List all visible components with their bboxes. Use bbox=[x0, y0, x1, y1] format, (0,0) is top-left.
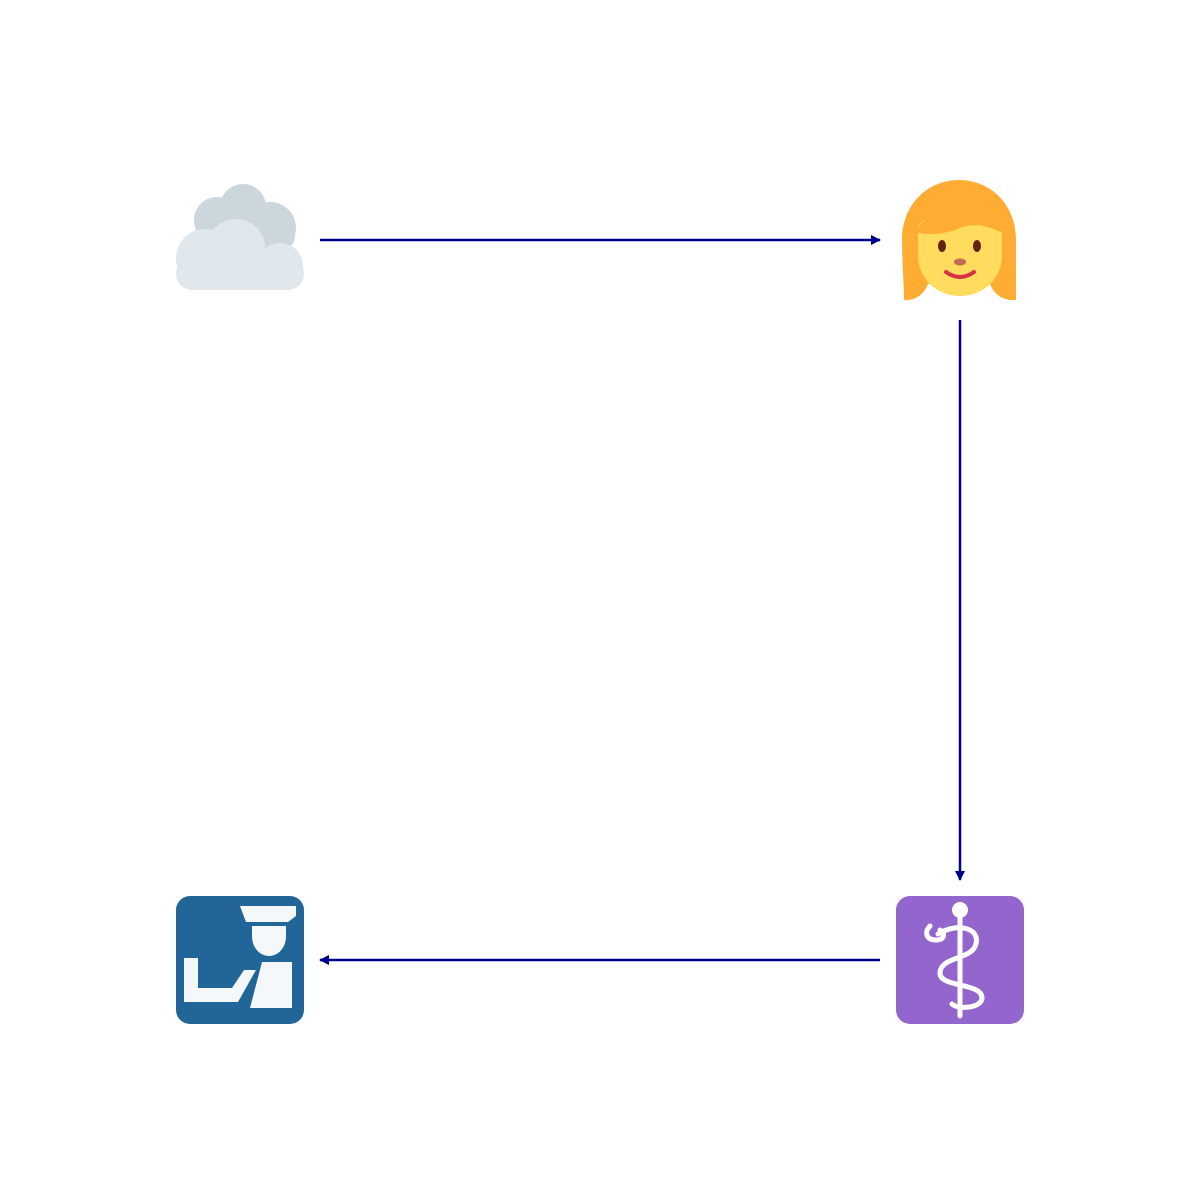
medical-symbol-rod-top bbox=[952, 902, 968, 918]
woman-left-eye bbox=[938, 240, 946, 252]
edges bbox=[319, 235, 965, 965]
cloud-icon bbox=[176, 184, 304, 290]
woman-nose bbox=[954, 258, 966, 266]
woman-icon bbox=[902, 180, 1016, 301]
customs-glyph bbox=[184, 906, 296, 1008]
woman-bangs bbox=[916, 208, 1004, 235]
woman-mouth bbox=[944, 270, 976, 279]
woman-right-eye bbox=[973, 240, 981, 252]
medical-symbol-icon bbox=[896, 896, 1024, 1024]
medical-symbol-glyph bbox=[924, 913, 985, 1019]
cloud-front-shape bbox=[176, 219, 304, 290]
customs-icon bbox=[176, 896, 304, 1024]
